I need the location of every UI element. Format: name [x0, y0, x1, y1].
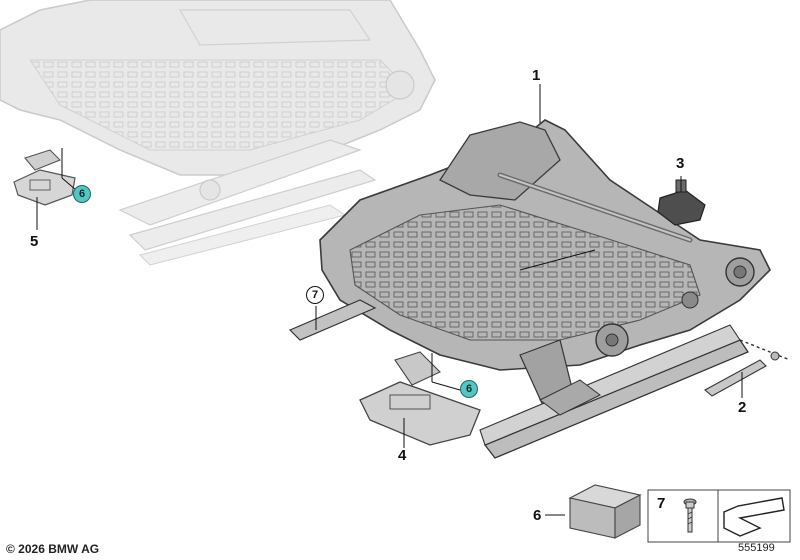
- ghost-seat-frame: [0, 0, 436, 266]
- callout-6-box: 6: [533, 507, 542, 524]
- callout-4: 4: [398, 447, 407, 464]
- callout-2: 2: [738, 399, 747, 416]
- part-6-box-icon: [568, 484, 642, 539]
- callout-7-box: 7: [657, 495, 666, 512]
- part-4-bracket: [359, 351, 481, 448]
- part-2-rod: [704, 339, 791, 398]
- leader-lines: [315, 84, 596, 516]
- callout-5: 5: [30, 233, 39, 250]
- part-1-seat-frame: [319, 119, 771, 411]
- part-5-bracket: [13, 148, 77, 230]
- copyright-notice: © 2026 BMW AG: [6, 542, 100, 556]
- callout-1: 1: [532, 67, 541, 84]
- screw-icon: [683, 498, 697, 533]
- screw-box: [647, 489, 719, 543]
- diagram-number: 555199: [738, 542, 775, 554]
- callout-3: 3: [676, 155, 685, 172]
- callout-7-part: 7: [306, 286, 324, 304]
- callout-6-mid: 6: [460, 380, 478, 398]
- seat-rails: [288, 299, 749, 459]
- arrow-icon: [723, 497, 785, 537]
- callout-6-top: 6: [73, 185, 91, 203]
- part-3-component: [657, 176, 706, 226]
